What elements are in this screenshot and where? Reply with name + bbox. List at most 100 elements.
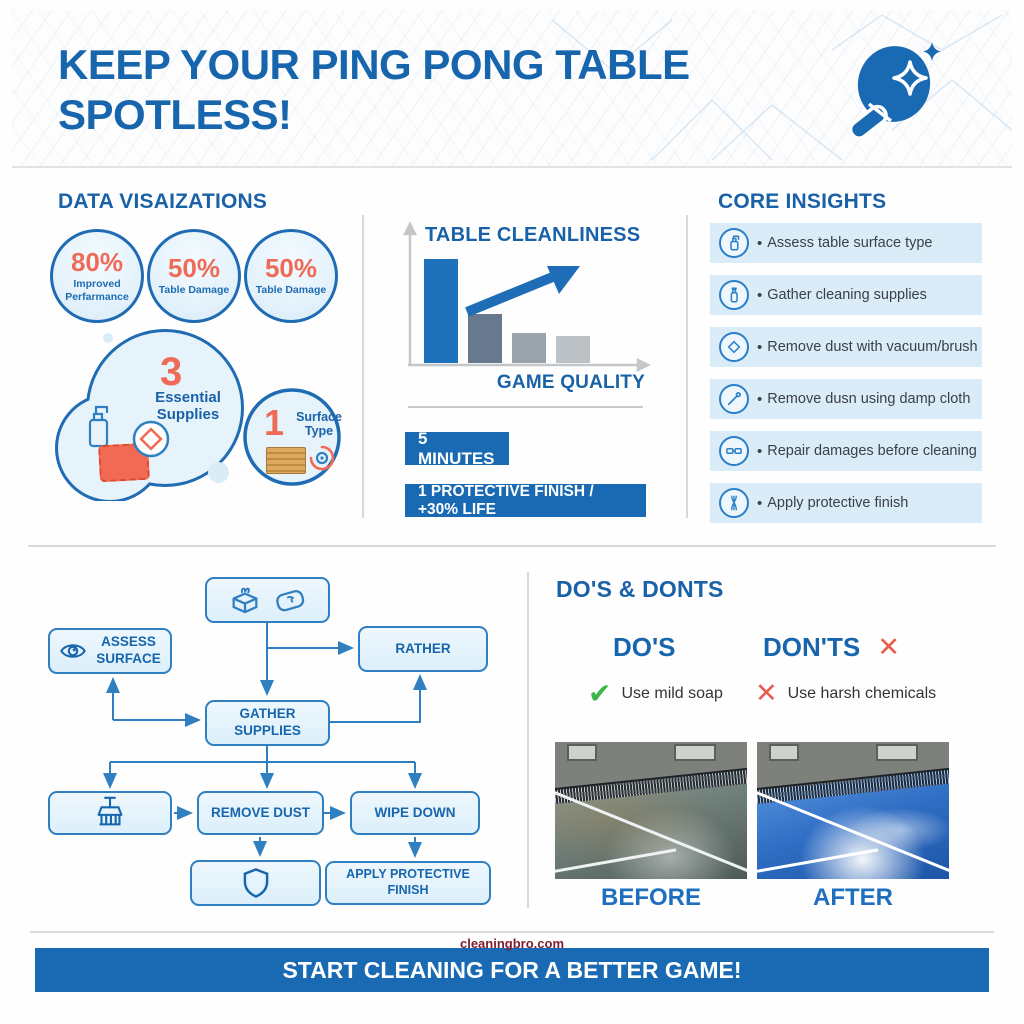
deco-dot: [208, 462, 229, 483]
bar: [512, 333, 546, 363]
bullet: •: [757, 442, 763, 460]
insight-text: Repair damages before cleaning: [767, 443, 977, 459]
eye-icon: [59, 640, 87, 662]
header-pattern: [551, 14, 1012, 161]
time-badge: 5 MINUTES: [405, 429, 509, 468]
stat-circle-damage-1: 50% Table Damage: [147, 229, 241, 323]
bottle-icon: [719, 280, 749, 310]
surface-label: Surface Type: [296, 410, 342, 438]
window: [768, 743, 800, 761]
bullet: •: [757, 286, 763, 304]
site-url: cleaningbro.com: [459, 936, 565, 951]
stat-value: 50%: [167, 253, 221, 284]
flow-label: RATHER: [395, 640, 451, 656]
flow-label: REMOVE DUST: [210, 804, 310, 820]
check-icon: ✔: [588, 678, 612, 709]
divider: [527, 572, 529, 908]
supplies-label: Essential Supplies: [155, 389, 221, 423]
page-title: KEEP YOUR PING PONG TABLE SPOTLESS!: [58, 41, 690, 138]
bar-cleanliness-low: [556, 336, 590, 363]
chart-title: TABLE CLEANLINESS: [425, 224, 641, 246]
stat-value: 50%: [264, 253, 318, 284]
bullet: •: [757, 338, 763, 356]
divider: [28, 545, 996, 547]
bar-cleanliness-high: [424, 259, 458, 363]
donts-title: DON'TS ✕: [763, 632, 900, 663]
insight-row: • Remove dust with vacuum/brush: [710, 327, 982, 367]
pump-bottle-icon: [719, 228, 749, 258]
brush-icon: [89, 795, 131, 831]
after-photo: [757, 742, 949, 879]
spray-bottle-icon: [84, 402, 114, 450]
divider: [362, 215, 364, 518]
divider: [686, 215, 688, 518]
divider: [408, 406, 643, 408]
insight-text: Apply protective finish: [767, 495, 909, 511]
stat-circle-performance: 80% Improved Perfarmance: [50, 229, 144, 323]
insight-text: Remove dust with vacuum/brush: [767, 339, 978, 355]
shield-icon: [241, 867, 271, 899]
goggles-icon: [719, 436, 749, 466]
cta-banner[interactable]: START CLEANING FOR A BETTER GAME!: [35, 948, 989, 992]
chart-axes: [402, 221, 651, 373]
bar: [468, 314, 502, 363]
insights-heading: CORE INSIGHTS: [718, 190, 887, 213]
bullet: •: [757, 494, 763, 512]
flowchart-arrows: [103, 623, 427, 858]
window: [566, 743, 598, 761]
dont-text: Use harsh chemicals: [787, 684, 937, 702]
stat-label: Improved Perfarmance: [65, 278, 129, 303]
x-icon: ✕: [755, 678, 778, 708]
insight-text: Remove dusn using damp cloth: [767, 391, 971, 407]
flow-brush-box: [48, 791, 172, 835]
insight-row: • Assess table surface type: [710, 223, 982, 263]
diamond-icon: [719, 332, 749, 362]
divider: [30, 931, 994, 933]
dos-donts-heading: DO'S & DONTS: [556, 576, 724, 602]
dos-title: DO'S: [613, 632, 676, 662]
stat-label: Table Damage: [158, 284, 230, 297]
x-icon: ✕: [877, 632, 901, 662]
window: [876, 743, 919, 761]
flow-remove-dust-box: REMOVE DUST: [197, 791, 324, 835]
flow-wipe-down-box: WIPE DOWN: [350, 791, 480, 835]
donts-title-text: DON'TS: [763, 632, 861, 662]
cleaning-flowchart: ASSESS SURFACE RATHER GATHER SUPPLIES RE…: [0, 560, 530, 940]
paddle-sparkle-icon: [842, 38, 946, 150]
stat-circle-damage-2: 50% Table Damage: [244, 229, 338, 323]
dont-item: ✕ Use harsh chemicals: [755, 680, 936, 707]
flow-label: ASSESS SURFACE: [96, 634, 161, 666]
stat-value: 80%: [70, 247, 124, 278]
deco-dot: [103, 333, 113, 343]
spiral-icon: [308, 444, 336, 472]
flow-shield-box: [190, 860, 321, 906]
swab-icon: [719, 384, 749, 414]
supplies-count: 3: [160, 350, 183, 394]
header-band: [12, 10, 1012, 168]
diamond-badge-icon: [131, 419, 171, 459]
insight-text: Gather cleaning supplies: [767, 287, 927, 303]
chart-xlabel: GAME QUALITY: [496, 372, 645, 393]
before-photo: [555, 742, 747, 879]
wood-surface-icon: [266, 447, 306, 474]
trend-arrow-icon: [465, 266, 580, 317]
flow-apply-finish-box: APPLY PROTECTIVE FINISH: [325, 861, 491, 905]
flow-label: APPLY PROTECTIVE FINISH: [346, 867, 470, 897]
whisk-icon: [719, 488, 749, 518]
do-item: ✔ Use mild soap: [588, 680, 723, 708]
flow-assess-surface-box: ASSESS SURFACE: [48, 628, 172, 674]
finish-badge: 1 PROTECTIVE FINISH / +30% LIFE: [405, 483, 646, 518]
flow-label: WIPE DOWN: [374, 804, 456, 820]
insight-row: • Repair damages before cleaning: [710, 431, 982, 471]
bar-chart: [418, 259, 598, 363]
insight-row: • Apply protective finish: [710, 483, 982, 523]
flow-gather-supplies-box: GATHER SUPPLIES: [205, 700, 330, 746]
before-label: BEFORE: [600, 884, 701, 911]
after-label: AFTER: [813, 884, 893, 911]
tissue-box-icon: [227, 583, 263, 617]
sponge-icon: [272, 583, 308, 617]
insight-row: • Gather cleaning supplies: [710, 275, 982, 315]
flow-supplies-box: [205, 577, 330, 623]
do-text: Use mild soap: [621, 685, 723, 702]
